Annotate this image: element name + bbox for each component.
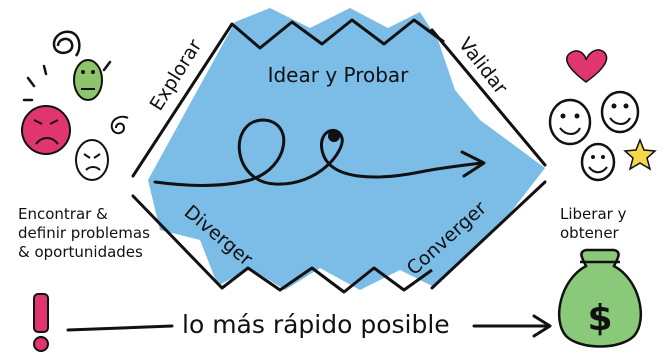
left-caption-line: & oportunidades	[18, 243, 143, 261]
left-caption-line: Encontrar &	[18, 205, 108, 223]
center-title: Idear y Probar	[268, 63, 410, 87]
loop-arrow-head-icon	[460, 150, 486, 178]
right-caption-line: Liberar y	[560, 205, 627, 223]
explore-edge-line	[131, 22, 234, 178]
star-icon	[623, 137, 657, 171]
left-caption: Encontrar & definir problemas & oportuni…	[18, 205, 150, 262]
swirl-icon	[110, 115, 129, 135]
dollar-sign-icon: $	[587, 298, 612, 339]
left-caption-line: definir problemas	[18, 224, 150, 242]
right-caption: Liberar y obtener	[560, 205, 626, 243]
spiral-icon	[52, 30, 81, 57]
top-zigzag-line	[231, 18, 445, 50]
process-shape	[148, 8, 545, 290]
speed-arrow-left-line	[66, 324, 174, 332]
converge-edge-line	[430, 180, 547, 290]
exclamation-icon	[33, 293, 49, 333]
speed-arrow-head-icon	[532, 314, 552, 338]
money-bag-icon	[557, 248, 643, 348]
bottom-zigzag-line	[221, 266, 433, 294]
happy-face-1-icon	[548, 98, 592, 146]
heart-icon	[566, 49, 608, 83]
loop-arrow	[153, 118, 484, 187]
loop-knot-icon	[328, 130, 340, 142]
stress-marks-icon	[22, 60, 112, 102]
validate-edge-line	[430, 28, 547, 167]
happy-face-3-icon	[580, 142, 616, 182]
happy-face-2-icon	[600, 90, 640, 134]
bottom-caption: lo más rápido posible	[182, 310, 450, 339]
green-face-icon	[73, 59, 103, 101]
right-caption-line: obtener	[560, 224, 619, 242]
white-sad-face-icon	[75, 139, 109, 181]
pink-sad-face-icon	[21, 105, 71, 155]
diverge-edge-line	[131, 194, 224, 290]
